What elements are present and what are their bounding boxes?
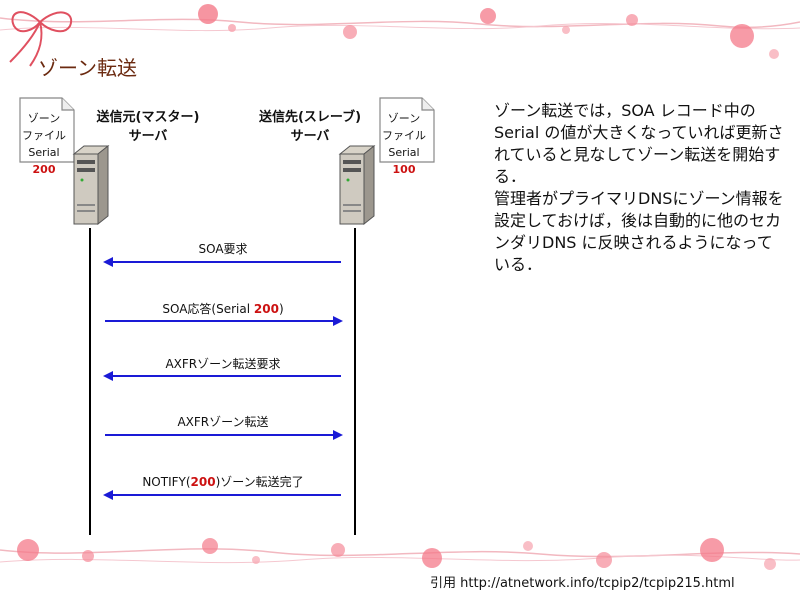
primary-label-line1: 送信元(マスター) [96,110,200,125]
citation: 引用 http://atnetwork.info/tcpip2/tcpip215… [430,576,735,591]
description-paragraph-1: ゾーン転送では，SOA レコード中の Serial の値が大きくなっていれば更新… [494,101,784,186]
arrowhead-icon [103,490,113,500]
secondary-doc-line2: ファイル [382,129,426,142]
secondary-server-icon [338,144,376,226]
primary-doc-serial-label: Serial [28,146,60,159]
primary-server-icon [72,144,110,226]
arrowhead-icon [333,430,343,440]
message-label-axfr-transfer: AXFRゾーン転送 [177,415,269,429]
primary-doc-line1: ゾーン [27,112,61,125]
secondary-lifeline [354,228,356,535]
message-label-notify: NOTIFY(200)ゾーン転送完了 [142,475,304,489]
message-label-axfr-request: AXFRゾーン転送要求 [165,357,281,371]
primary-doc-serial-value: 200 [32,163,56,176]
arrow-soa-response [105,316,343,326]
message-label-soa-response: SOA応答(Serial 200) [162,302,284,316]
secondary-label-line1: 送信先(スレーブ) [258,110,362,125]
description-paragraph-2: 管理者がプライマリDNSにゾーン情報を設定しておけば，後は自動的に他のセカンダリ… [494,189,784,274]
arrowhead-icon [103,257,113,267]
arrow-soa-request [103,257,341,267]
primary-lifeline [89,228,91,535]
secondary-doc-line1: ゾーン [387,112,421,125]
document-icon [379,97,435,163]
document-icon [19,97,75,163]
arrowhead-icon [333,316,343,326]
primary-server-label: 送信元(マスター) サーバ [88,108,208,146]
primary-zone-file-document: ゾーン ファイル Serial 200 [18,96,76,176]
description-text: ゾーン転送では，SOA レコード中の Serial の値が大きくなっていれば更新… [494,100,784,276]
secondary-zone-file-document: ゾーン ファイル Serial 100 [378,96,436,176]
arrowhead-icon [103,371,113,381]
arrow-notify [103,490,341,500]
arrow-axfr-request [103,371,341,381]
secondary-server-label: 送信先(スレーブ) サーバ [250,108,370,146]
secondary-doc-serial-label: Serial [388,146,420,159]
message-label-soa-request: SOA要求 [198,242,248,256]
arrow-axfr-transfer [105,430,343,440]
secondary-doc-serial-value: 100 [392,163,416,176]
primary-label-line2: サーバ [128,129,168,144]
primary-doc-line2: ファイル [22,129,66,142]
slide-title: ゾーン転送 [38,56,137,80]
secondary-label-line2: サーバ [290,129,330,144]
